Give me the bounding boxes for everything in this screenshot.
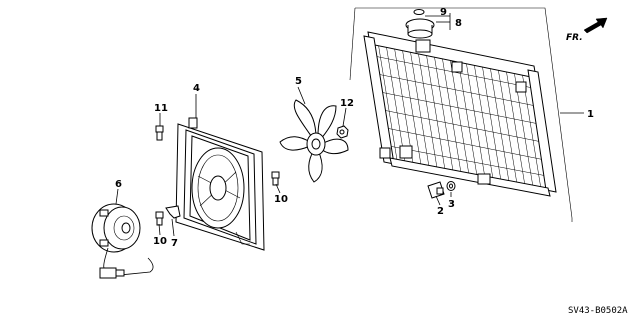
front-direction-indicator: FR. (566, 17, 608, 43)
bolt-shroud (271, 171, 280, 186)
radiator-cap (405, 9, 435, 39)
radiator (349, 7, 573, 222)
callout-clip: 7 (171, 238, 178, 249)
callout-cap-gasket: 9 (440, 7, 447, 18)
radiator-core-fins (373, 41, 548, 190)
bolt-motor (155, 211, 164, 226)
cooling-fan (279, 99, 349, 183)
leader-lines (115, 13, 584, 237)
callout-bolt-top: 11 (154, 103, 168, 114)
callout-fan-motor: 6 (115, 179, 122, 190)
callout-drain-plug: 2 (437, 206, 444, 217)
fan-shroud (175, 117, 265, 251)
callout-cap-assy: 8 (455, 18, 462, 29)
callout-fan-nut: 12 (340, 98, 354, 109)
callout-radiator: 1 (587, 109, 594, 120)
callout-bolt-shroud: 10 (274, 194, 288, 205)
fan-motor (91, 203, 154, 277)
drain-plug (427, 181, 445, 199)
callout-bolt-motor: 10 (153, 236, 167, 247)
front-arrow-icon (583, 17, 608, 34)
motor-connector (99, 267, 125, 279)
callout-o-ring: 3 (448, 199, 455, 210)
o-ring (446, 181, 456, 191)
diagram-code: SV43-B0502A (568, 306, 628, 316)
callout-labels: 1 2 3 4 5 6 7 8 9 10 10 11 12 (115, 7, 594, 249)
bolt-top (155, 125, 164, 141)
front-label: FR. (566, 33, 583, 43)
callout-shroud: 4 (193, 83, 200, 94)
callout-fan: 5 (295, 76, 302, 87)
clip (165, 205, 181, 219)
fan-nut (336, 125, 349, 139)
